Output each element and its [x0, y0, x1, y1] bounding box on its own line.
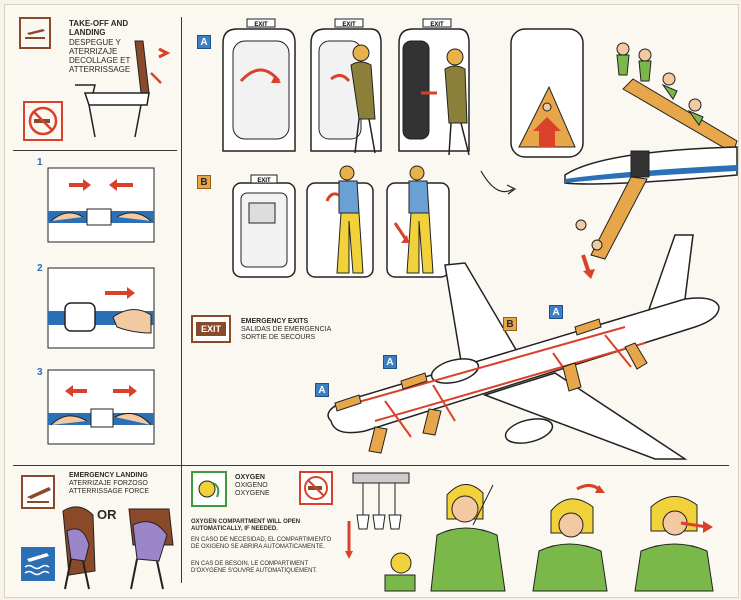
brace-position-1	[62, 506, 96, 590]
diagram-tag-a-2: A	[383, 355, 397, 369]
door-a-step-2: EXIT	[310, 18, 382, 154]
oxygen-masks-drop	[345, 472, 416, 592]
oxygen-icon	[191, 471, 227, 507]
passenger-pull-mask	[430, 484, 506, 592]
exit-sign-icon: EXIT	[191, 315, 231, 343]
oxygen-note-en: OXYGEN COMPARTMENT WILL OPEN AUTOMATICAL…	[191, 519, 301, 532]
belt-step-2-number: 2	[37, 263, 43, 274]
diagram-tag-a-1: A	[315, 383, 329, 397]
emergency-exits-line-2: SORTIE DE SECOURS	[241, 334, 316, 341]
exit-sign-text: EXIT	[196, 322, 226, 336]
belt-step-1-illustration	[47, 167, 155, 243]
belt-step-1-number: 1	[37, 157, 43, 168]
takeoff-line-3: ATTERRISSAGE	[69, 65, 131, 74]
svg-text:EXIT: EXIT	[257, 178, 271, 184]
takeoff-line-1: DESPEGUE Y ATERRIZAJE	[69, 38, 121, 56]
oxygen-title: OXYGEN	[235, 474, 265, 481]
emergency-landing-line-2: ATTERRISSAGE FORCE	[69, 488, 149, 495]
water-landing-icon	[21, 547, 55, 581]
door-b-step-1: EXIT	[232, 174, 296, 278]
diagram-tag-b: B	[503, 317, 517, 331]
horizontal-divider-bottom	[13, 465, 729, 466]
aircraft-exit-diagram	[327, 234, 720, 460]
belt-step-3-illustration	[47, 369, 155, 445]
no-smoking-oxygen-icon	[299, 471, 333, 505]
oxygen-note-fr: EN CAS DE BESOIN, LE COMPARTIMENT D'OXYG…	[191, 561, 318, 574]
emergency-landing-title: EMERGENCY LANDING	[69, 472, 148, 479]
safety-card: TAKE-OFF AND LANDING DESPEGUE Y ATERRIZA…	[4, 4, 739, 598]
door-b-step-2	[306, 165, 374, 278]
exit-sign-a1: EXIT	[254, 22, 268, 28]
exit-type-a-tag: A	[197, 35, 211, 49]
oxygen-note-es: EN CASO DE NECESIDAD, EL COMPARTIMIENTO …	[191, 537, 332, 550]
vertical-divider	[181, 17, 182, 583]
diagram-tag-a-3: A	[549, 305, 563, 319]
evacuation-slide-scene	[616, 42, 738, 154]
slide-deploy-view	[510, 28, 584, 158]
upright-seat-illustration	[75, 40, 171, 138]
curved-arrow	[480, 170, 517, 195]
emergency-landing-line-1: ATERRIZAJE FORZOSO	[69, 480, 148, 487]
belt-step-2-illustration	[47, 267, 155, 349]
oxygen-line-2: OXYGENE	[235, 490, 270, 497]
emergency-exits-line-1: SALIDAS DE EMERGENCIA	[241, 326, 332, 333]
no-smoking-icon	[23, 101, 63, 141]
belt-step-3-number: 3	[37, 367, 43, 378]
door-a-step-3: EXIT	[398, 18, 470, 156]
takeoff-title: TAKE-OFF AND LANDING	[69, 19, 129, 37]
mask-pull-step	[532, 484, 608, 592]
door-a-step-1: EXIT	[222, 18, 296, 152]
aircraft-slide-evacuation	[564, 146, 738, 279]
emergency-landing-icon	[21, 475, 55, 509]
or-label: OR	[97, 507, 117, 522]
emergency-exits-title: EMERGENCY EXITS	[241, 318, 309, 325]
horizontal-divider-left	[13, 150, 177, 151]
svg-text:EXIT: EXIT	[430, 22, 444, 28]
mask-wearing-step	[634, 496, 714, 592]
svg-text:EXIT: EXIT	[342, 22, 356, 28]
door-b-step-3	[386, 165, 450, 278]
takeoff-landing-icon	[19, 17, 51, 49]
exit-type-b-tag: B	[197, 175, 211, 189]
oxygen-line-1: OXIGENO	[235, 482, 268, 489]
takeoff-line-2: DECOLLAGE ET	[69, 56, 131, 65]
brace-position-2	[128, 508, 174, 590]
